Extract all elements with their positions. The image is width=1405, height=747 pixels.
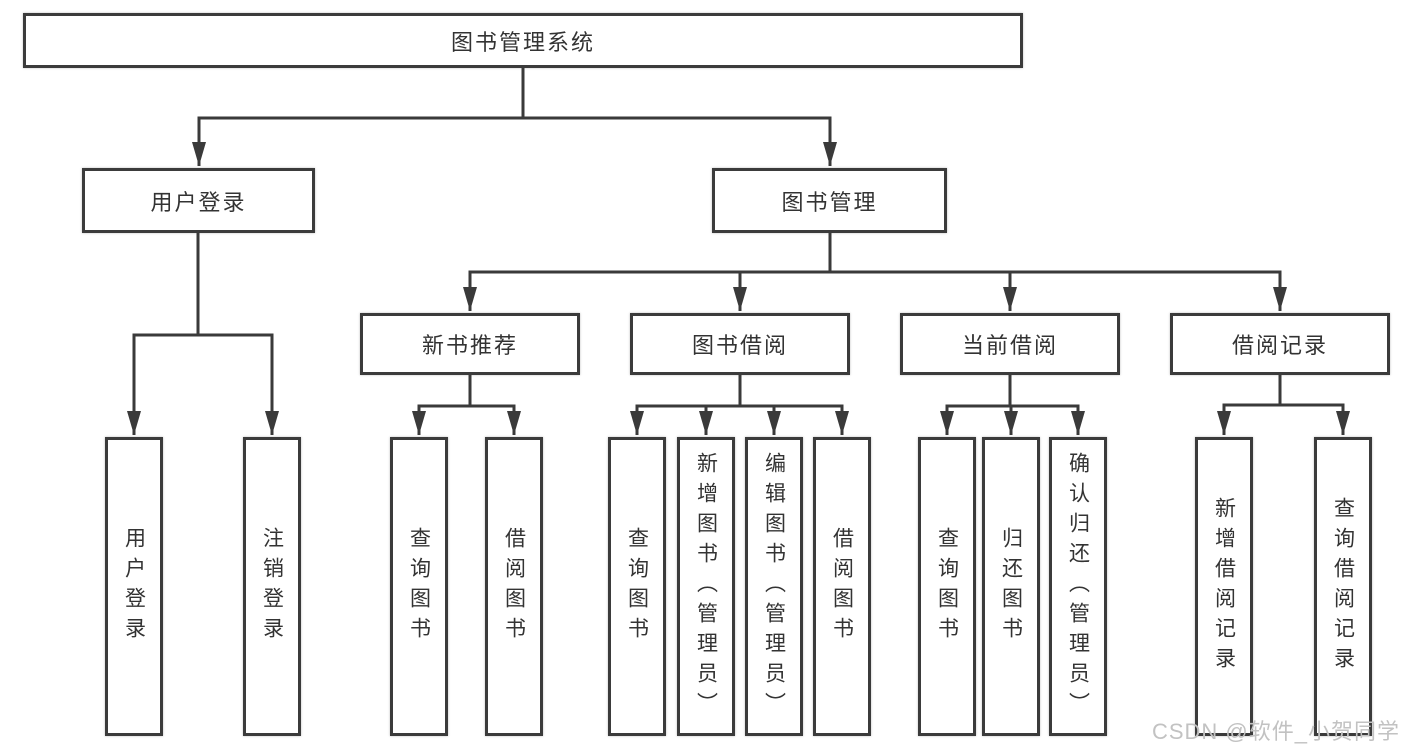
- node-root: 图书管理系统: [23, 13, 1023, 68]
- leaf-borrow-book-label: 借阅图书: [830, 526, 854, 647]
- leaf-return-book: 归还图书: [982, 437, 1040, 736]
- leaf-query-book-recommend-label: 查询图书: [407, 526, 431, 647]
- node-book-borrow-label: 图书借阅: [691, 333, 788, 358]
- node-book-management: 图书管理: [712, 168, 947, 233]
- leaf-borrow-book: 借阅图书: [813, 437, 871, 736]
- node-root-label: 图书管理系统: [450, 29, 595, 55]
- leaf-user-login: 用户登录: [105, 437, 163, 736]
- node-new-book-recommend: 新书推荐: [360, 313, 580, 375]
- leaf-confirm-return-admin-label: 确认归还（管理员）: [1066, 451, 1090, 722]
- node-user-login: 用户登录: [82, 168, 315, 233]
- leaf-query-borrow-record-label: 查询借阅记录: [1331, 496, 1355, 677]
- node-current-borrow-label: 当前借阅: [961, 333, 1058, 358]
- node-borrow-records-label: 借阅记录: [1231, 333, 1328, 358]
- leaf-query-book-borrow: 查询图书: [608, 437, 666, 736]
- leaf-confirm-return-admin: 确认归还（管理员）: [1049, 437, 1107, 736]
- leaf-query-book-borrow-label: 查询图书: [625, 526, 649, 647]
- watermark: CSDN @软件_小贺同学: [1151, 719, 1400, 744]
- node-book-borrow: 图书借阅: [630, 313, 850, 375]
- leaf-query-book-recommend: 查询图书: [390, 437, 448, 736]
- leaf-add-borrow-record: 新增借阅记录: [1195, 437, 1253, 736]
- node-user-login-label: 用户登录: [150, 189, 247, 215]
- leaf-user-login-label: 用户登录: [122, 526, 146, 647]
- leaf-query-book-current-label: 查询图书: [935, 526, 959, 647]
- leaf-logout-label: 注销登录: [260, 526, 284, 647]
- node-borrow-records: 借阅记录: [1170, 313, 1390, 375]
- leaf-add-book-admin: 新增图书（管理员）: [677, 437, 735, 736]
- leaf-borrow-book-recommend: 借阅图书: [485, 437, 543, 736]
- node-book-management-label: 图书管理: [781, 189, 878, 215]
- leaf-logout: 注销登录: [243, 437, 301, 736]
- leaf-edit-book-admin-label: 编辑图书（管理员）: [762, 451, 786, 722]
- leaf-query-book-current: 查询图书: [918, 437, 976, 736]
- leaf-borrow-book-recommend-label: 借阅图书: [502, 526, 526, 647]
- node-current-borrow: 当前借阅: [900, 313, 1120, 375]
- leaf-edit-book-admin: 编辑图书（管理员）: [745, 437, 803, 736]
- leaf-add-book-admin-label: 新增图书（管理员）: [694, 451, 718, 722]
- leaf-return-book-label: 归还图书: [999, 526, 1023, 647]
- leaf-query-borrow-record: 查询借阅记录: [1314, 437, 1372, 736]
- node-new-book-recommend-label: 新书推荐: [421, 333, 518, 358]
- leaf-add-borrow-record-label: 新增借阅记录: [1212, 496, 1236, 677]
